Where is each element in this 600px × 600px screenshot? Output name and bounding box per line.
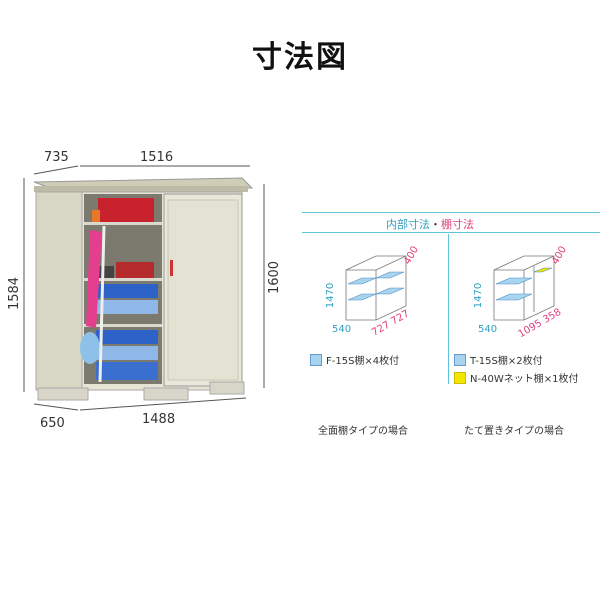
left-shelf-diagram xyxy=(345,255,407,321)
left-legend: F-15S棚×4枚付 xyxy=(310,352,399,367)
right-shelf-depth: 400 xyxy=(550,244,570,267)
shelf-swatch-icon xyxy=(454,353,466,366)
header-dot: ・ xyxy=(430,218,441,231)
shed-depth-top: 735 xyxy=(44,150,69,165)
shed-illustration xyxy=(23,165,265,411)
header-rule-bottom xyxy=(302,232,600,233)
shed-height-right: 1600 xyxy=(267,260,283,295)
shed-height-left: 1584 xyxy=(7,276,23,311)
right-interior-depth: 540 xyxy=(478,324,498,335)
header-shelf-label: 棚寸法 xyxy=(441,218,474,231)
shed-width-top: 1516 xyxy=(140,150,174,165)
right-caption: たて置きタイプの場合 xyxy=(464,426,564,437)
right-legend-2-text: N-40Wネット棚×1枚付 xyxy=(470,374,579,385)
page-title: 寸法図 xyxy=(252,40,348,75)
right-shelf-diagram xyxy=(493,255,555,321)
shelf-swatch-icon xyxy=(310,353,322,366)
interior-header: 内部寸法・棚寸法 xyxy=(386,216,474,232)
left-legend-text: F-15S棚×4枚付 xyxy=(326,356,400,367)
left-interior-height: 1470 xyxy=(325,282,337,309)
right-legend-1-text: T-15S棚×2枚付 xyxy=(470,356,543,367)
left-interior-depth: 540 xyxy=(332,324,352,335)
shed-depth-bottom: 650 xyxy=(40,416,65,431)
right-legend-1: T-15S棚×2枚付 xyxy=(454,352,543,367)
header-inner-label: 内部寸法 xyxy=(386,218,430,231)
right-legend-2: N-40Wネット棚×1枚付 xyxy=(454,370,578,385)
shed-width-bottom: 1488 xyxy=(142,412,176,427)
center-divider xyxy=(448,234,449,384)
left-caption: 全面棚タイプの場合 xyxy=(318,426,408,437)
right-interior-height: 1470 xyxy=(473,282,485,309)
header-rule-top xyxy=(302,212,600,213)
net-swatch-icon xyxy=(454,371,466,384)
left-shelf-depth: 400 xyxy=(402,244,422,267)
